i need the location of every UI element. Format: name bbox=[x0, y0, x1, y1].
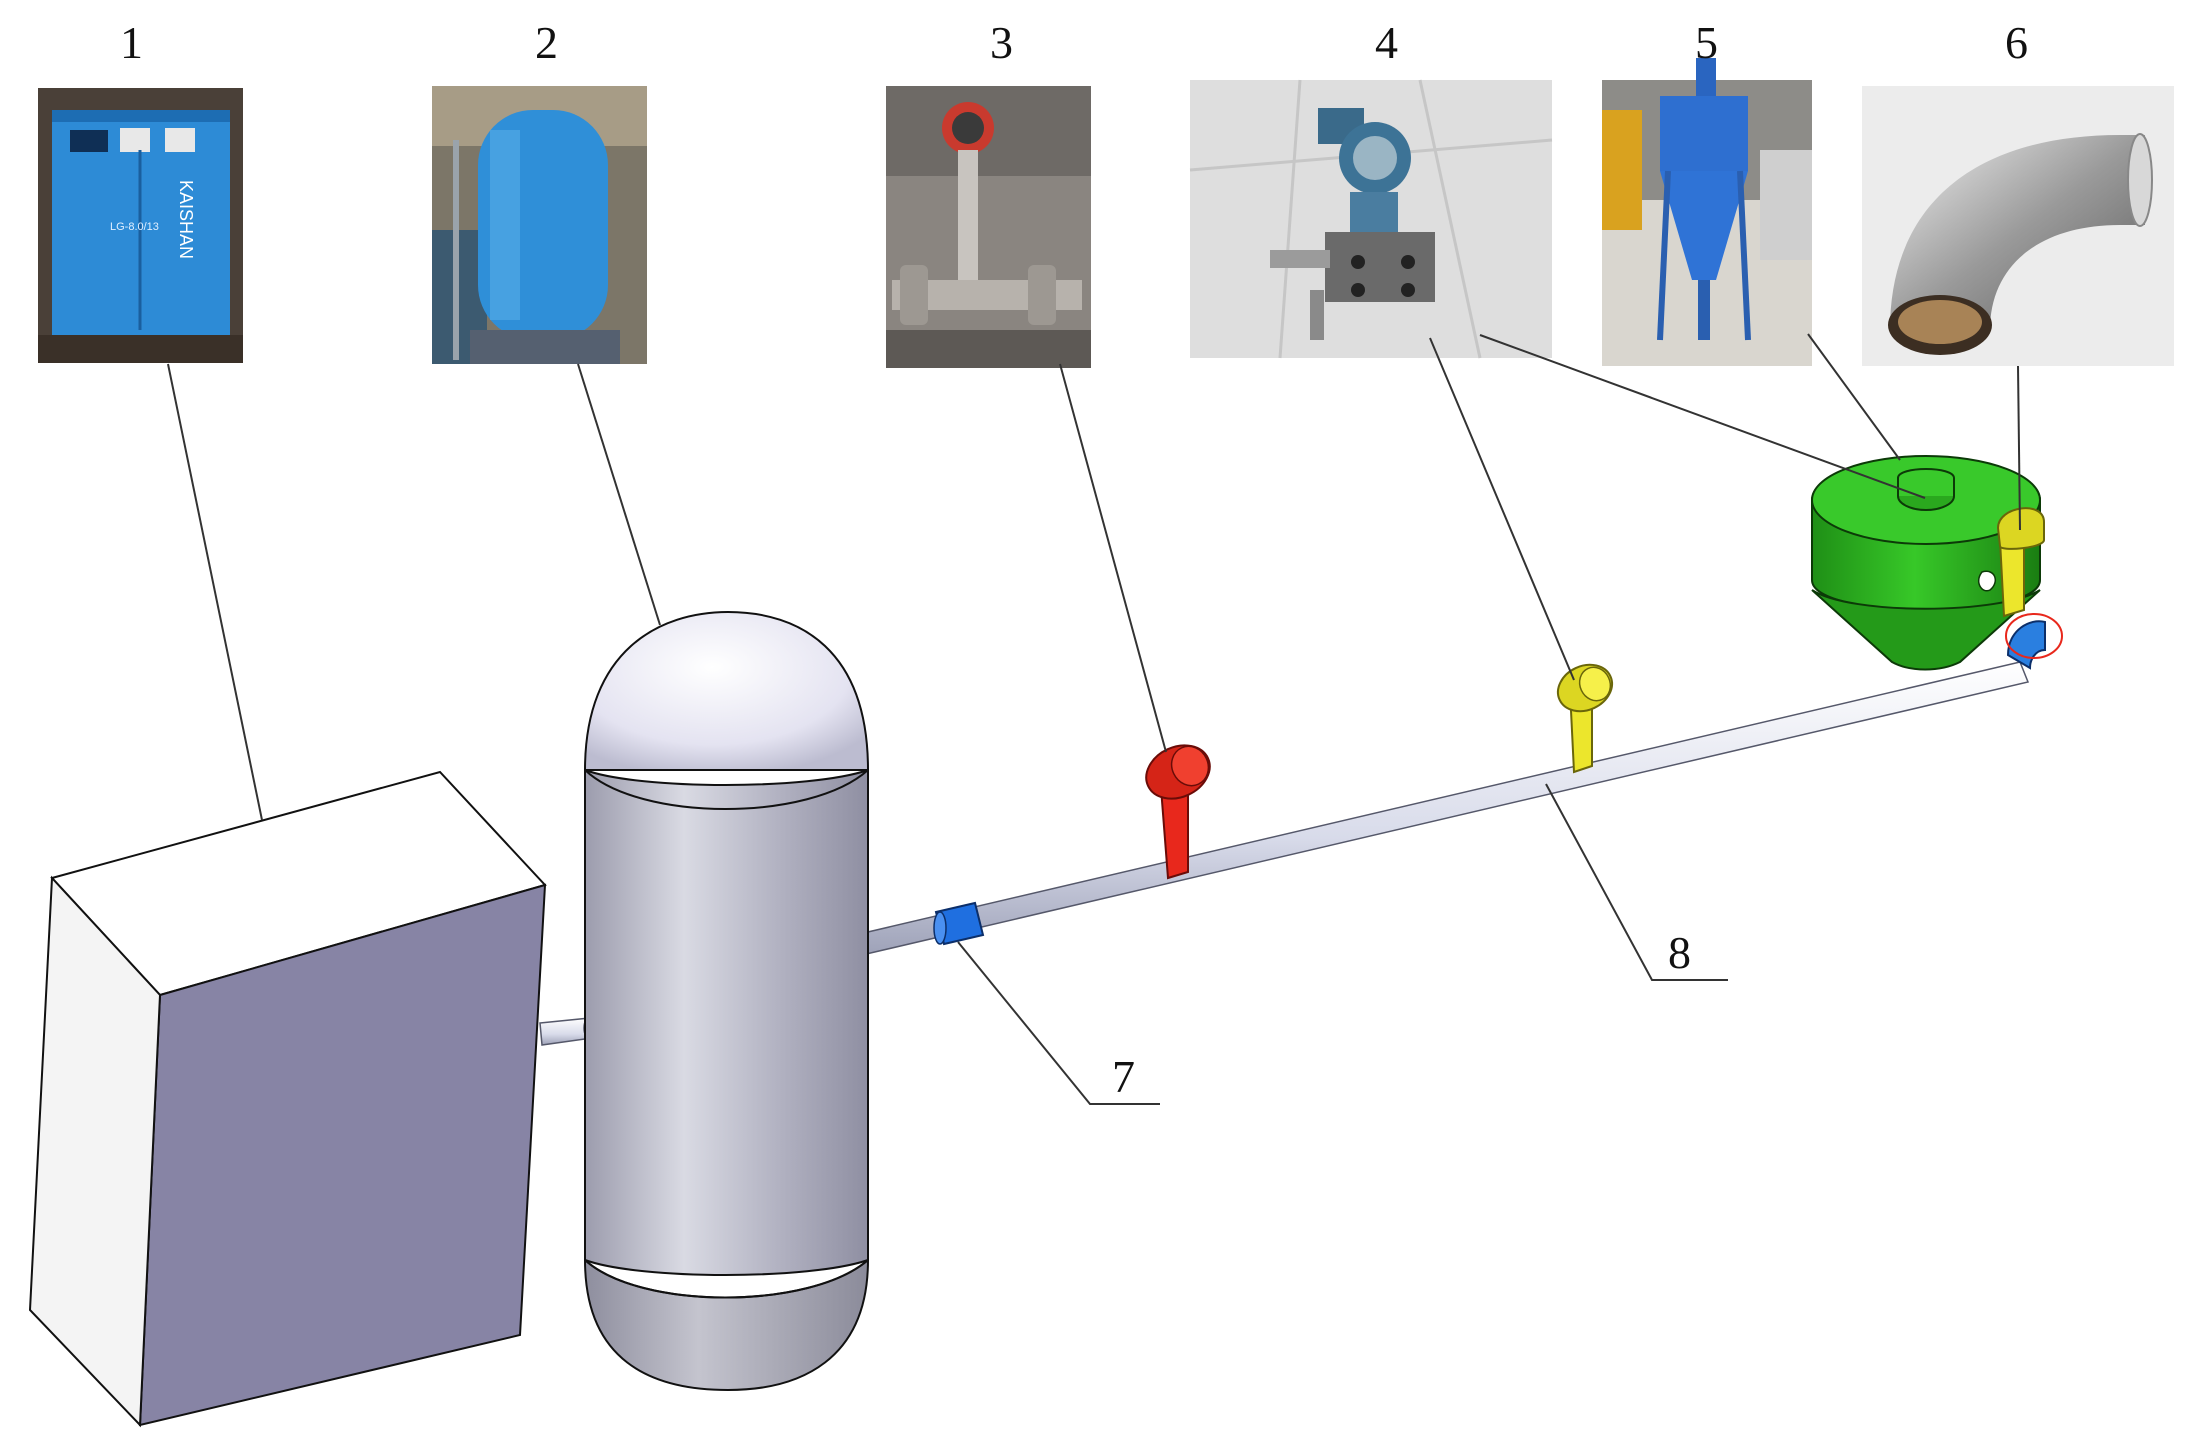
photo-cyclone-separator bbox=[1602, 58, 1812, 366]
label-4: 4 bbox=[1375, 17, 1398, 68]
flowmeter-model bbox=[1145, 744, 1211, 880]
label-6: 6 bbox=[2005, 17, 2028, 68]
photo-pressure-transmitter bbox=[1189, 79, 1553, 359]
label-1: 1 bbox=[120, 17, 143, 68]
cyclone-outlet-model bbox=[1996, 507, 2045, 618]
label-5: 5 bbox=[1695, 17, 1718, 68]
photo-gas-tank bbox=[432, 86, 647, 364]
gas-tank-model bbox=[583, 610, 870, 1392]
leader-lines bbox=[167, 333, 2021, 1105]
label-3: 3 bbox=[990, 17, 1013, 68]
elbow-model bbox=[2005, 613, 2063, 670]
main-pipeline bbox=[854, 661, 2030, 956]
label-8: 8 bbox=[1668, 927, 1691, 978]
pressure-transmitter-model bbox=[1556, 663, 1614, 774]
label-7: 7 bbox=[1112, 1051, 1135, 1102]
photo-air-compressor: LG-8.0/13 KAISHAN bbox=[38, 88, 243, 363]
photo-elbow bbox=[1862, 86, 2174, 366]
cyclone-separator-model bbox=[1811, 455, 2041, 671]
pipe-coupling-model bbox=[933, 901, 985, 946]
compressor-brand-text: KAISHAN bbox=[176, 180, 196, 259]
label-2: 2 bbox=[535, 17, 558, 68]
photo-flowmeter bbox=[886, 86, 1091, 368]
compressor-model-text: LG-8.0/13 bbox=[110, 221, 159, 233]
compressor-box-model bbox=[28, 770, 547, 1428]
